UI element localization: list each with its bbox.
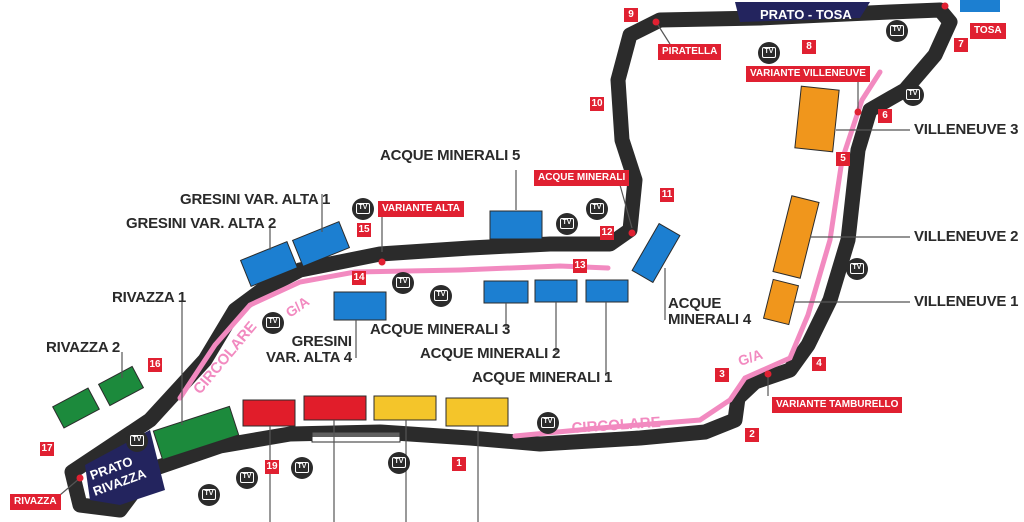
stand-gresini-4 [333, 291, 387, 321]
stand-red-2 [303, 395, 367, 421]
tv-icon: TV [586, 198, 608, 220]
tv-icon: TV [198, 484, 220, 506]
turn-19: 19 [265, 460, 279, 474]
tv-icon: TV [392, 272, 414, 294]
label-rivazza-2: RIVAZZA 2 [46, 339, 121, 356]
stand-yellow-2 [445, 397, 509, 427]
turn-12: 12 [600, 226, 614, 240]
stand-acque-1 [585, 279, 629, 303]
label-acque-minerali-2: ACQUE MINERALI 2 [420, 345, 561, 362]
tv-icon: TV [846, 258, 868, 280]
tv-icon: TV [556, 213, 578, 235]
stand-villeneuve-2 [772, 195, 820, 279]
turn-1: 1 [452, 457, 466, 471]
stand-villeneuve-3 [794, 85, 840, 153]
stand-gresini-2 [239, 241, 299, 287]
tv-icon: TV [126, 430, 148, 452]
turn-14: 14 [352, 271, 366, 285]
label-villeneuve-1: VILLENEUVE 1 [914, 293, 1019, 310]
turn-11: 11 [660, 188, 674, 202]
corner-variante-villeneuve: VARIANTE VILLENEUVE [746, 66, 870, 82]
stand-acque-2 [534, 279, 578, 303]
tv-icon: TV [902, 84, 924, 106]
label-acque-minerali-1: ACQUE MINERALI 1 [472, 369, 613, 386]
label-acque-minerali-3: ACQUE MINERALI 3 [370, 321, 511, 338]
corner-tosa: TOSA [970, 23, 1006, 39]
tv-icon: TV [236, 467, 258, 489]
corner-variante-tamburello: VARIANTE TAMBURELLO [772, 397, 903, 413]
stand-red-1 [242, 399, 296, 427]
ga-label-left: G/A [283, 293, 313, 320]
stand-rivazza-2b [97, 365, 145, 407]
turn-5: 5 [836, 152, 850, 166]
label-acque-minerali-4: ACQUE MINERALI 4 [668, 295, 752, 328]
turn-10: 10 [590, 97, 604, 111]
stand-gresini-1 [291, 221, 351, 267]
turn-4: 4 [812, 357, 826, 371]
corner-piratella: PIRATELLA [658, 44, 722, 60]
tv-icon: TV [352, 198, 374, 220]
prato-tosa-area: PRATO - TOSA [735, 2, 870, 22]
tv-icon: TV [388, 452, 410, 474]
ga-label-right: G/A [736, 346, 765, 369]
tv-icon: TV [291, 457, 313, 479]
stand-villeneuve-1 [762, 278, 800, 326]
tv-icon: TV [886, 20, 908, 42]
label-acque-minerali-5: ACQUE MINERALI 5 [380, 147, 521, 164]
label-rivazza-1: RIVAZZA 1 [112, 289, 187, 306]
tv-icon: TV [758, 42, 780, 64]
stand-acque-5 [489, 210, 543, 240]
stand-acque-3 [483, 280, 529, 304]
label-gresini-2: GRESINI VAR. ALTA 2 [126, 215, 277, 232]
turn-16: 16 [148, 358, 162, 372]
stand-acque-4 [631, 222, 681, 284]
stand-rivazza-2a [52, 387, 100, 429]
turn-17: 17 [40, 442, 54, 456]
tv-icon: TV [430, 285, 452, 307]
turn-7: 7 [954, 38, 968, 52]
finish-line [311, 431, 401, 443]
label-gresini-4: GRESINI VAR. ALTA 4 [266, 333, 352, 366]
tv-icon: TV [262, 312, 284, 334]
turn-6: 6 [878, 109, 892, 123]
turn-9: 9 [624, 8, 638, 22]
stand-yellow-1 [373, 395, 437, 421]
tv-icon: TV [537, 412, 559, 434]
track [64, 2, 958, 518]
turn-8: 8 [802, 40, 816, 54]
tosa-blue-stand [960, 0, 1000, 12]
service-path [177, 69, 883, 439]
circolare-label-bottom: CIRCOLARE [571, 414, 661, 437]
prato-tosa-label: PRATO - TOSA [760, 7, 852, 22]
corner-variante-alta: VARIANTE ALTA [378, 201, 464, 217]
turn-2: 2 [745, 428, 759, 442]
label-villeneuve-3: VILLENEUVE 3 [914, 121, 1019, 138]
turn-15: 15 [357, 223, 371, 237]
stand-rivazza-1 [152, 405, 240, 461]
corner-rivazza: RIVAZZA [10, 494, 61, 510]
label-villeneuve-2: VILLENEUVE 2 [914, 228, 1019, 245]
label-gresini-1: GRESINI VAR. ALTA 1 [180, 191, 331, 208]
turn-13: 13 [573, 259, 587, 273]
corner-acque-minerali: ACQUE MINERALI [534, 170, 630, 186]
turn-3: 3 [715, 368, 729, 382]
